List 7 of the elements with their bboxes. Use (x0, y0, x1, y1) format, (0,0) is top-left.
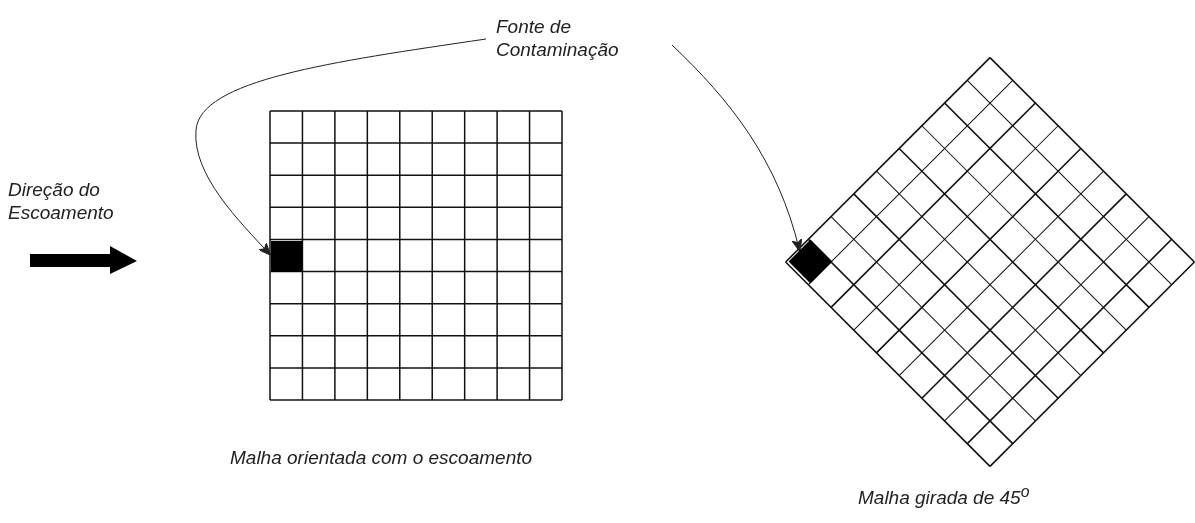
annotation-text: Fonte de Contaminação (496, 15, 656, 61)
flow-label: Direção do Escoamento (8, 178, 115, 224)
caption: Malha orientada com o escoamento (230, 446, 534, 469)
source-cell (271, 241, 302, 272)
caption: Malha girada de 45$^{o}$ (858, 482, 1031, 510)
leader-arrow (671, 44, 802, 252)
leader-arrow (195, 38, 487, 256)
